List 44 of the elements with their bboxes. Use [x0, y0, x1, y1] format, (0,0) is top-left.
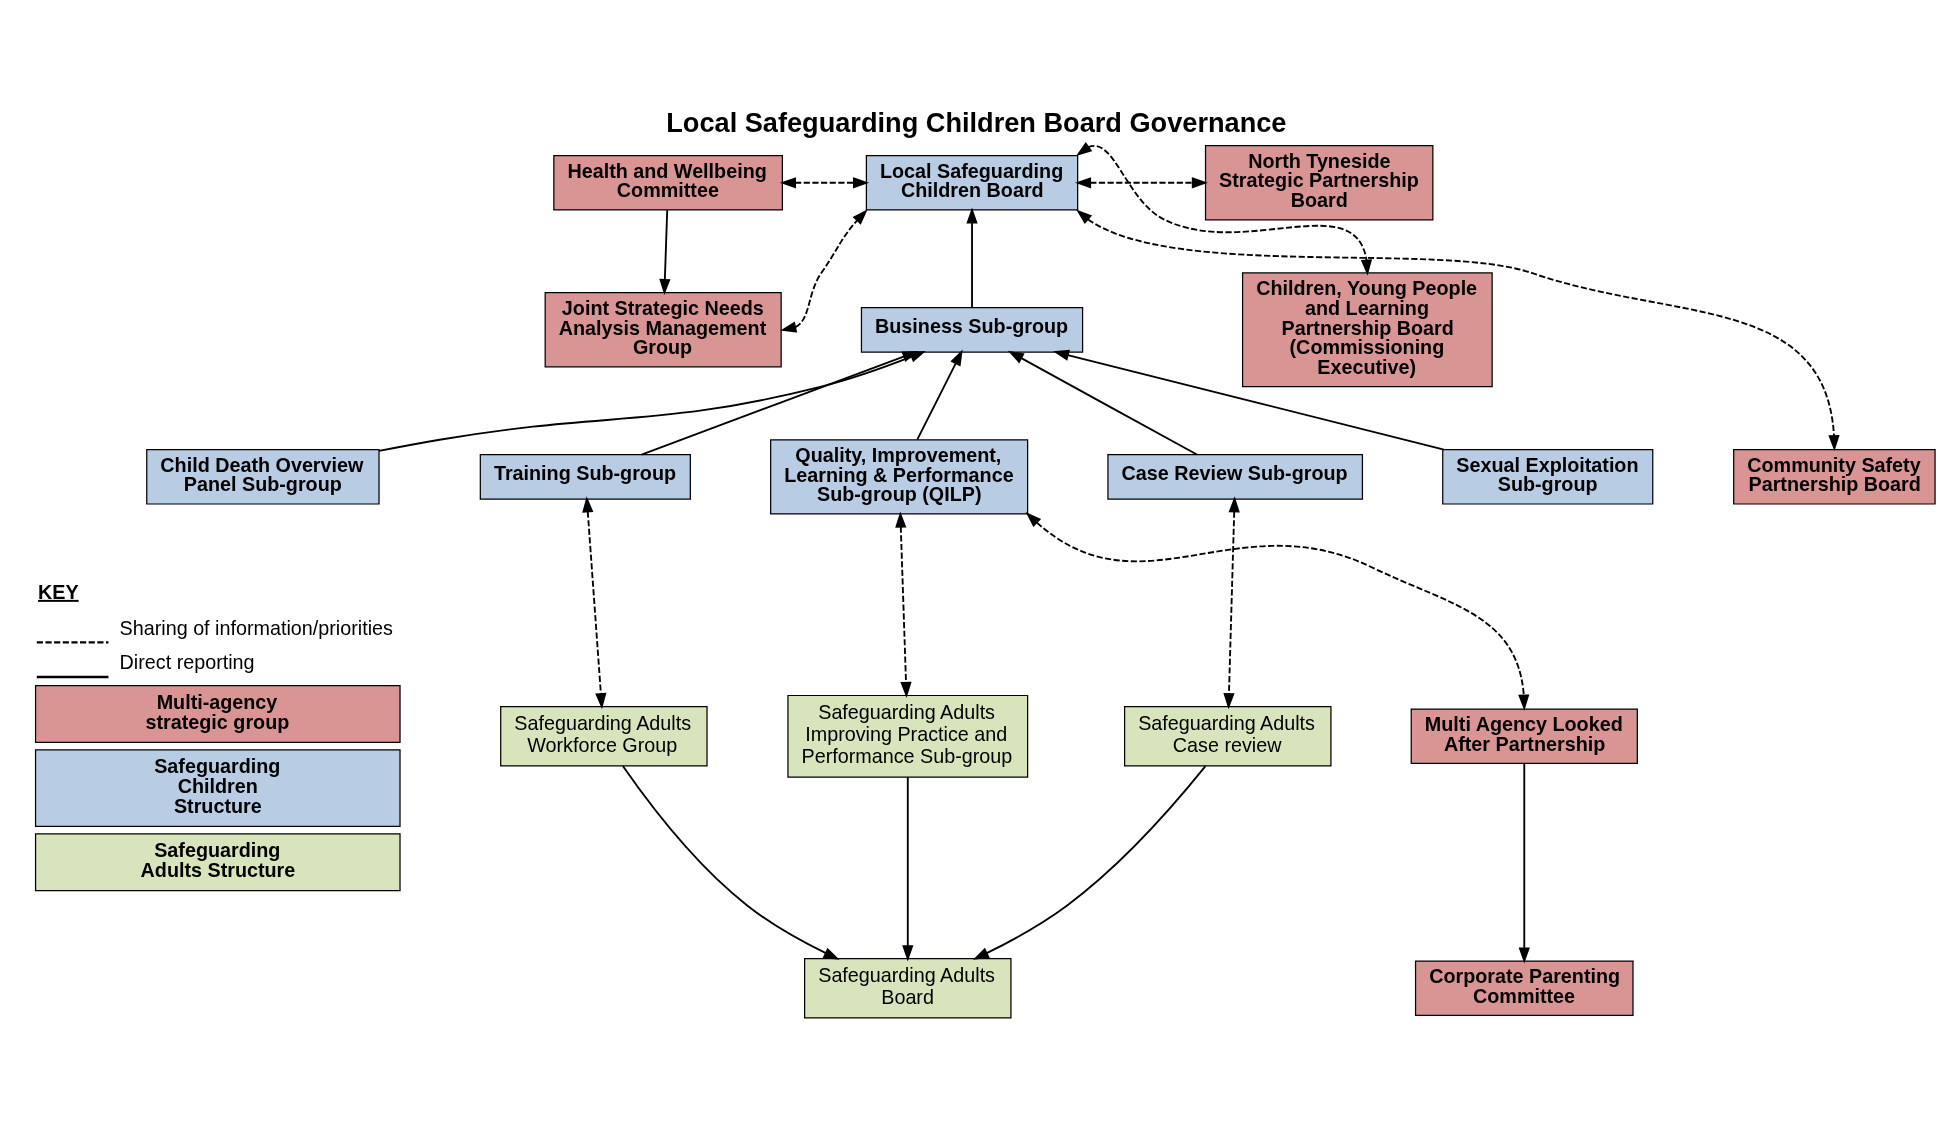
arrow: [894, 511, 912, 698]
label: KEY: [37, 580, 79, 603]
arrow: [581, 496, 606, 710]
arrow: [640, 351, 918, 456]
arrow: [1075, 209, 1840, 452]
node-box: Child Death Overview Panel Sub-group: [145, 449, 380, 505]
node-box: Training Sub-group: [479, 453, 691, 500]
arrow: [1007, 350, 1198, 456]
arrow: [972, 765, 1206, 960]
node-box: Business Sub-group: [860, 306, 1083, 353]
node-box: Quality, Improvement, Learning & Performance Sub-group (QILP): [769, 439, 1028, 515]
arrow: [621, 765, 840, 960]
legend-label: Safeguarding Children Structure: [153, 755, 280, 817]
arrow: [965, 207, 978, 309]
node-box: Joint Strategic Needs Analysis Management Group: [544, 292, 782, 368]
node-box: Safeguarding Adults Board: [803, 958, 1012, 1019]
arrow: [901, 776, 913, 962]
diagram-title: Local Safeguarding Children Board Governance: [665, 106, 1286, 138]
node-box: North Tyneside Strategic Partnership Board: [1204, 145, 1433, 221]
arrow: [1222, 496, 1240, 710]
arrow: [1025, 511, 1529, 711]
node-box: Children, Young People and Learning Partnership Board (Commissioning Executive): [1241, 272, 1493, 388]
arrow: [915, 349, 963, 441]
legend-label: Sharing of information/priorities: [119, 616, 393, 639]
node-box: Sexual Exploitation Sub-group: [1441, 449, 1653, 505]
arrow: [1052, 349, 1445, 451]
legend-label: Direct reporting: [119, 651, 255, 674]
node-box: Local Safeguarding Children Board: [865, 155, 1078, 211]
node-box: Safeguarding Adults Workforce Group: [499, 706, 708, 767]
arrow: [1075, 142, 1372, 276]
node-box: Health and Wellbeing Committee: [552, 155, 783, 211]
node-box: Community Safety Partnership Board: [1732, 449, 1936, 505]
node-box: Safeguarding Adults Case review: [1123, 706, 1332, 767]
node-box: Corporate Parenting Committee: [1414, 960, 1634, 1017]
arrow: [658, 209, 670, 296]
node-box: Case Review Sub-group: [1106, 453, 1363, 500]
arrow: [779, 177, 869, 189]
node-box: Multi Agency Looked After Partnership: [1410, 708, 1638, 765]
arrow: [779, 209, 868, 333]
legend-label: Multi-agency strategic group: [145, 690, 289, 733]
arrow: [1518, 762, 1530, 964]
legend-label: Safeguarding Adults Structure: [140, 839, 295, 881]
arrow: [1074, 177, 1208, 189]
node-box: Safeguarding Adults Improving Practice and Performance Sub-group: [786, 694, 1028, 778]
